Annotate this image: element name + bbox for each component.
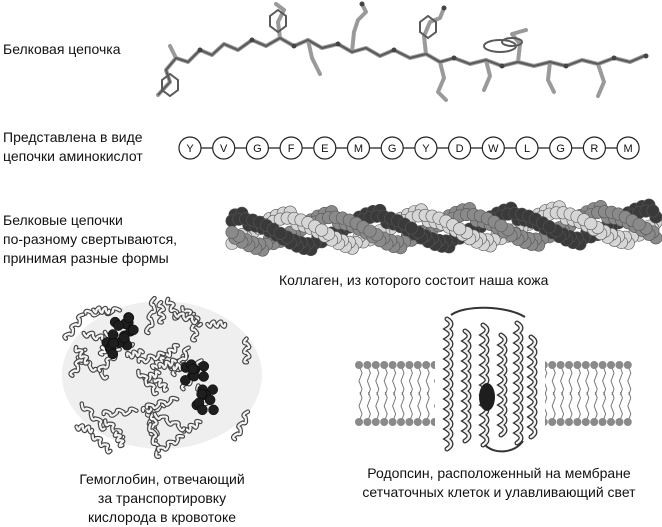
- sequence-label-line2: цепочки аминокислот: [3, 148, 143, 164]
- collagen-space-filling-model: [225, 198, 662, 257]
- svg-text:V: V: [220, 143, 228, 155]
- svg-text:F: F: [288, 143, 295, 155]
- residue: M: [616, 136, 640, 160]
- hemoglobin-caption-line3: кислорода в кровотоке: [87, 509, 237, 525]
- svg-text:R: R: [590, 143, 598, 155]
- svg-text:M: M: [624, 143, 633, 155]
- residue: Y: [178, 136, 202, 160]
- residue: L: [515, 136, 539, 160]
- hemoglobin-caption-line2: за транспортировку: [97, 490, 227, 506]
- protein-chain-label: Белковая цепочка: [3, 41, 121, 57]
- residue: F: [279, 136, 303, 160]
- residue: W: [481, 136, 505, 160]
- residue: V: [212, 136, 236, 160]
- rhodopsin-membrane-model: [355, 306, 632, 453]
- folding-label-line1: Белковые цепочки: [3, 212, 123, 228]
- svg-text:G: G: [388, 143, 397, 155]
- collagen-caption: Коллаген, из которого состоит наша кожа: [279, 272, 549, 288]
- folding-label-line3: принимая разные формы: [3, 250, 169, 266]
- hemoglobin-ribbon-model: [62, 295, 262, 459]
- rhodopsin-caption-line2: сетчаточных клеток и улавливающий свет: [362, 484, 636, 500]
- residue: M: [346, 136, 371, 160]
- residue: Y: [414, 136, 438, 160]
- svg-text:Y: Y: [186, 143, 194, 155]
- svg-text:G: G: [253, 143, 262, 155]
- hemoglobin-caption-line1: Гемоглобин, отвечающий: [79, 471, 245, 487]
- residue: G: [245, 136, 270, 160]
- residue: D: [448, 136, 472, 160]
- svg-text:L: L: [524, 143, 530, 155]
- svg-text:W: W: [488, 143, 499, 155]
- svg-text:M: M: [354, 143, 363, 155]
- residue: G: [380, 136, 404, 160]
- svg-text:D: D: [456, 143, 464, 155]
- protein-stick-model: [156, 1, 649, 102]
- svg-text:Y: Y: [422, 143, 430, 155]
- svg-text:E: E: [321, 143, 328, 155]
- svg-text:G: G: [556, 143, 565, 155]
- residue: R: [582, 136, 606, 160]
- rhodopsin-caption-line1: Родопсин, расположенный на мембране: [367, 465, 631, 481]
- residue: G: [549, 136, 573, 160]
- sequence-label-line1: Представлена в виде: [3, 129, 143, 145]
- folding-label-line2: по-разному свертываются,: [3, 231, 178, 247]
- residue: E: [313, 136, 337, 160]
